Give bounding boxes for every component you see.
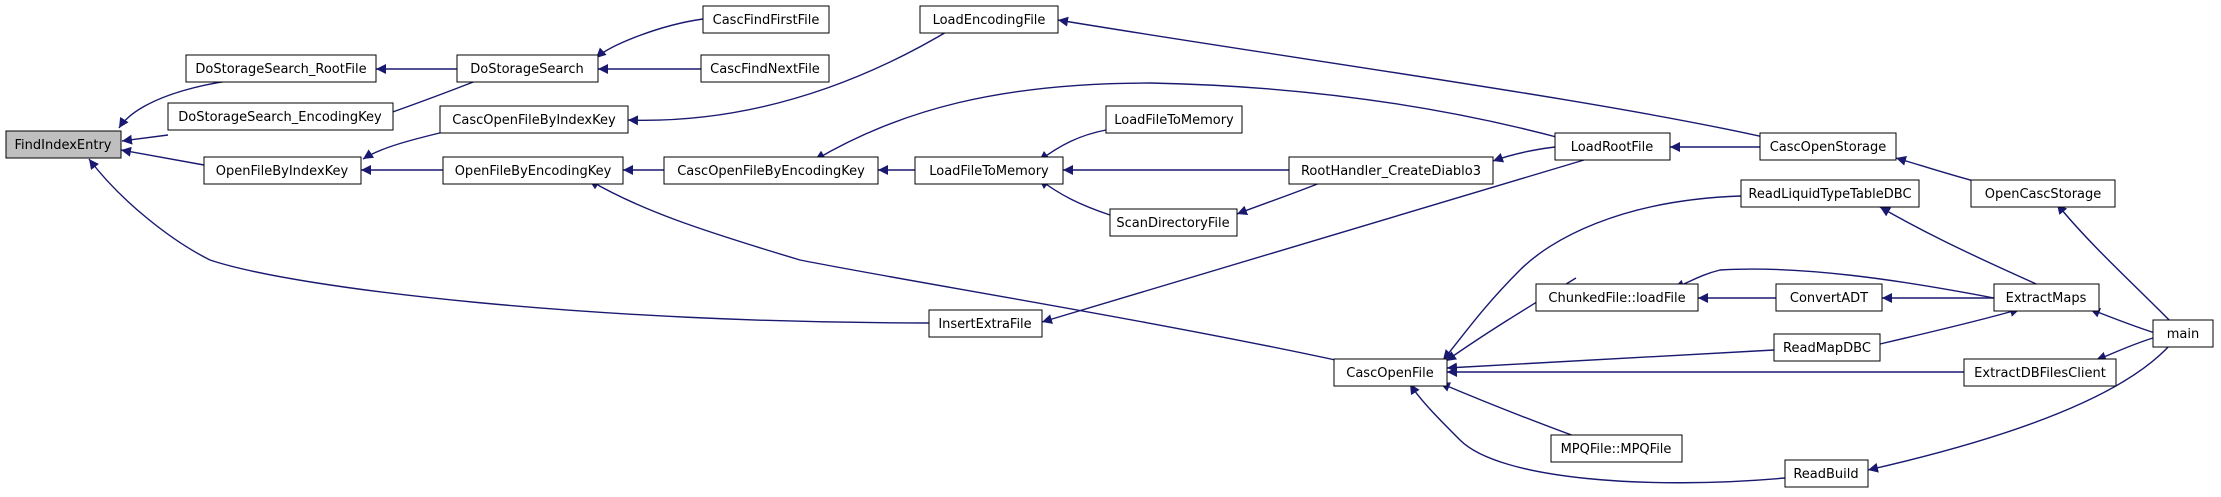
edge-cascopenfilebyindexkey-to-openfilebyindexkey xyxy=(362,130,449,160)
edge-insertextrafile-to-findindexentry xyxy=(88,158,930,324)
node-cascfindfirstfile[interactable]: CascFindFirstFile xyxy=(702,5,830,34)
node-label: CascOpenFile xyxy=(1346,366,1433,381)
node-cascopenfilebyencodingkey[interactable]: CascOpenFileByEncodingKey xyxy=(663,156,879,185)
edge-readmapdbc-to-extractmaps xyxy=(1879,307,2021,345)
node-label: CascOpenStorage xyxy=(1770,140,1887,155)
node-label: DoStorageSearch_RootFile xyxy=(195,62,366,77)
edge-readbuild-to-cascopenfile xyxy=(1409,383,1786,484)
node-readmapdbc[interactable]: ReadMapDBC xyxy=(1773,333,1881,362)
node-main[interactable]: main xyxy=(2152,319,2214,348)
edge-loadrootfile-to-roothandler xyxy=(1492,146,1556,163)
node-label: ReadBuild xyxy=(1793,467,1858,482)
node-label: main xyxy=(2167,327,2199,342)
node-dostoragesearch-rootfile[interactable]: DoStorageSearch_RootFile xyxy=(185,54,377,83)
node-cascopenstorage[interactable]: CascOpenStorage xyxy=(1759,132,1897,161)
edge-readliquidtypetabledbc-to-cascopenfile xyxy=(1442,195,1742,361)
edge-cascfindfirstfile-to-dostoragesearch xyxy=(595,18,704,59)
node-label: FindIndexEntry xyxy=(14,138,111,153)
node-loadrootfile[interactable]: LoadRootFile xyxy=(1554,132,1671,161)
node-label: CascFindFirstFile xyxy=(713,13,820,28)
node-findindexentry[interactable]: FindIndexEntry xyxy=(5,130,122,159)
edge-extractmaps-to-readliquidtypetabledbc xyxy=(1879,206,2044,288)
node-label: LoadRootFile xyxy=(1571,140,1653,155)
edge-readmapdbc-to-cascopenfile xyxy=(1446,349,1775,373)
node-loadencodingfile[interactable]: LoadEncodingFile xyxy=(919,5,1059,34)
edge-loadrootfile-to-cascopenfilebyencodingkey xyxy=(814,82,1565,161)
node-label: LoadFileToMemory xyxy=(929,164,1049,179)
node-roothandler-creatediablo3[interactable]: RootHandler_CreateDiablo3 xyxy=(1288,156,1494,185)
node-label: ReadLiquidTypeTableDBC xyxy=(1748,187,1911,202)
node-opencascstorage[interactable]: OpenCascStorage xyxy=(1970,179,2116,208)
edge-loadrootfile-to-insertextrafile xyxy=(1041,159,1585,324)
node-label: RootHandler_CreateDiablo3 xyxy=(1301,164,1481,179)
node-convertadt[interactable]: ConvertADT xyxy=(1775,283,1883,312)
node-openfilebyencodingkey[interactable]: OpenFileByEncodingKey xyxy=(442,156,624,185)
node-cascfindnextfile[interactable]: CascFindNextFile xyxy=(700,54,830,83)
node-label: LoadFileToMemory xyxy=(1114,113,1234,128)
edge-main-to-opencascstorage xyxy=(2056,203,2174,325)
edge-main-to-extractdbfilesclient xyxy=(2095,337,2154,362)
node-label: OpenFileByIndexKey xyxy=(216,164,349,179)
edge-main-to-readbuild xyxy=(1867,344,2171,473)
node-label: ReadMapDBC xyxy=(1783,341,1871,356)
node-label: ChunkedFile::loadFile xyxy=(1548,291,1685,306)
edge-openfilebyindexkey-to-findindexentry xyxy=(120,146,205,166)
edge-loadfiletomemory-a-to-loadfiletomemory-b xyxy=(1038,129,1107,162)
edge-roothandler-to-scandirectoryfile xyxy=(1236,180,1326,216)
node-cascopenfilebyindexkey[interactable]: CascOpenFileByIndexKey xyxy=(439,105,629,134)
edge-dostoragesearch-encodingkey-to-findindexentry xyxy=(121,134,169,145)
node-loadfiletomemory-a[interactable]: LoadFileToMemory xyxy=(1105,105,1243,134)
node-mpqfile-mpqfile[interactable]: MPQFile::MPQFile xyxy=(1550,434,1683,463)
node-cascopenfile[interactable]: CascOpenFile xyxy=(1333,358,1448,387)
node-label: DoStorageSearch xyxy=(470,62,584,77)
node-loadfiletomemory-b[interactable]: LoadFileToMemory xyxy=(914,156,1064,185)
node-label: InsertExtraFile xyxy=(938,317,1031,332)
node-label: DoStorageSearch_EncodingKey xyxy=(178,110,382,125)
node-readbuild[interactable]: ReadBuild xyxy=(1784,459,1869,488)
node-label: OpenFileByEncodingKey xyxy=(455,164,612,179)
node-chunkedfile-loadfile[interactable]: ChunkedFile::loadFile xyxy=(1535,283,1699,312)
node-extractmaps[interactable]: ExtractMaps xyxy=(1993,283,2100,312)
node-label: MPQFile::MPQFile xyxy=(1561,442,1672,457)
node-label: ConvertADT xyxy=(1790,291,1868,306)
node-label: CascFindNextFile xyxy=(710,62,820,77)
node-label: ScanDirectoryFile xyxy=(1116,216,1229,231)
node-label: CascOpenFileByEncodingKey xyxy=(677,164,865,179)
node-label: CascOpenFileByIndexKey xyxy=(452,113,616,128)
node-dostoragesearch[interactable]: DoStorageSearch xyxy=(456,54,599,83)
node-label: ExtractDBFilesClient xyxy=(1974,366,2106,381)
edge-cascopenfile-to-openfilebyencodingkey xyxy=(588,179,1341,362)
node-readliquidtypetabledbc[interactable]: ReadLiquidTypeTableDBC xyxy=(1740,179,1920,208)
edge-mpqfile-to-cascopenfile xyxy=(1439,382,1594,444)
node-extractdbfilesclient[interactable]: ExtractDBFilesClient xyxy=(1963,358,2117,387)
node-scandirectoryfile[interactable]: ScanDirectoryFile xyxy=(1109,208,1238,237)
node-dostoragesearch-encodingkey[interactable]: DoStorageSearch_EncodingKey xyxy=(167,102,394,131)
node-label: OpenCascStorage xyxy=(1985,187,2102,202)
node-insertextrafile[interactable]: InsertExtraFile xyxy=(928,309,1043,338)
node-openfilebyindexkey[interactable]: OpenFileByIndexKey xyxy=(203,156,362,185)
edge-cascopenstorage-to-loadencodingfile xyxy=(1057,16,1769,139)
edge-extractmaps-to-chunkedfile-loadfile xyxy=(1673,268,1995,299)
node-label: LoadEncodingFile xyxy=(933,13,1046,28)
node-label: ExtractMaps xyxy=(2006,291,2087,306)
edge-main-to-extractmaps xyxy=(2089,308,2159,335)
edge-loadencodingfile-to-cascopenfilebyindexkey xyxy=(627,27,954,126)
